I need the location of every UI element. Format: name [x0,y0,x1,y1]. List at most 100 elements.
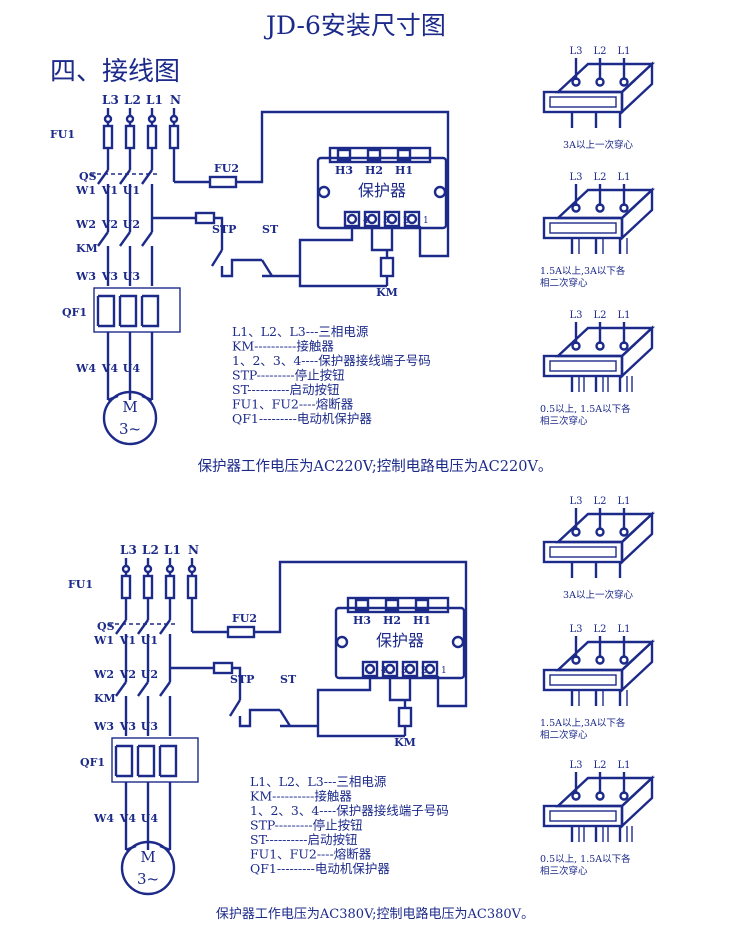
phase-label-l1: L1 [146,93,163,107]
conductor-hole [595,791,605,801]
threading-caption: 相三次穿心 [540,415,588,427]
sketch-phase-label: L2 [593,46,606,57]
protector-terminal [421,660,439,678]
fu1-fuse [146,124,158,150]
transformer-window [549,96,617,108]
km-contact [159,681,171,697]
supply-terminal-dot [103,114,113,124]
fu1-fuse [168,124,180,150]
motor-lead [159,844,171,852]
protector-h-lug [336,148,352,162]
control-wire [316,726,405,738]
supply-terminal-dot [165,564,175,574]
stage4-label: W4 [93,812,114,825]
qs-blade [159,619,171,635]
control-wire [298,226,354,276]
stage3-label: U3 [141,720,158,733]
stp-label: STP [212,223,236,236]
sketch-phase-label: L1 [617,310,630,321]
supply-terminal-dot [125,114,135,124]
legend-line: STP---------停止按钮 [232,368,345,383]
qs-blade [137,619,149,635]
fu2-fuse [226,625,256,639]
phase-label-l3: L3 [102,93,119,107]
km-contact [97,231,109,247]
fu1-label: FU1 [68,578,93,591]
transformer-window [549,810,617,822]
terminal-screw [366,213,378,225]
protector-top-tab [346,596,450,614]
protector-mount-hole [451,635,465,649]
stage1-label: V1 [119,634,136,647]
qf1-element [98,294,116,328]
stp-label: STP [230,673,254,686]
km-contact [119,231,131,247]
stage4-label: U4 [123,362,141,375]
control-wire [214,216,224,236]
protector-h-lug [414,598,430,612]
conductor-hole [571,341,581,351]
threading-caption: 相三次穿心 [540,865,588,877]
km-contact [115,681,127,697]
control-wire [370,226,394,252]
phase-label-l2: L2 [124,93,141,107]
phase-label-n: N [170,93,181,107]
transformer-front-face [542,540,624,564]
sketch-phase-label: L3 [569,172,582,183]
transformer-front-face [542,804,624,828]
transformer-window [549,222,617,234]
motor-circle [102,390,158,446]
terminal-screw [424,663,436,675]
legend-line: STP---------停止按钮 [250,818,363,833]
protector-h-lug [354,598,370,612]
conductor-hole [619,77,629,87]
qs-label: QS [97,620,115,633]
conductor-hole [571,203,581,213]
protector-h-lug [396,148,412,162]
terminal-screw [384,663,396,675]
conductor-hole [619,655,629,665]
control-wire [254,560,368,634]
transformer-side-face [620,511,654,565]
conductor-hole [619,203,629,213]
conductor-hole [571,791,581,801]
transformer-front-face [542,216,624,240]
stage4-label: V4 [101,362,119,375]
stage1-label: W1 [93,634,114,647]
motor-phase-label: 3~ [137,870,159,888]
qf1-element [116,744,134,778]
stage2-label: W2 [93,668,114,681]
stop-button-contact [228,699,242,717]
sketch-phase-label: L2 [593,172,606,183]
conductor-hole [595,527,605,537]
legend-line: 1、2、3、4----保护器接线端子号码 [232,353,431,368]
qs-blade [141,169,153,185]
control-fuse [212,661,234,675]
protector-h2-label: H2 [365,164,383,177]
fu1-fuse [186,574,198,600]
sketch-phase-label: L2 [593,760,606,771]
conductor-hole [571,655,581,665]
legend-line: FU1、FU2----熔断器 [232,397,354,412]
phase-label-l1: L1 [164,543,181,557]
threading-caption: 1.5A以上,3A以下各 [540,717,626,729]
legend-line: QF1---------电动机保护器 [232,411,372,426]
fu1-fuse [142,574,154,600]
conductor-hole [619,527,629,537]
st-label: ST [280,673,297,686]
protector-terminal [403,210,421,228]
protector-h1-label: H1 [413,614,431,627]
terminal-screw [386,213,398,225]
km-label-left: KM [76,242,98,255]
sketch-phase-label: L3 [569,496,582,507]
conductor-hole [595,77,605,87]
threading-caption: 3A以上一次穿心 [563,589,633,601]
phase-label-l3: L3 [120,543,137,557]
voltage-note: 保护器工作电压为AC220V;控制电路电压为AC220V。 [198,458,553,475]
qs-label: QS [79,170,97,183]
sketch-phase-label: L1 [617,496,630,507]
start-button-contact [278,709,292,727]
conductor-hole [595,655,605,665]
